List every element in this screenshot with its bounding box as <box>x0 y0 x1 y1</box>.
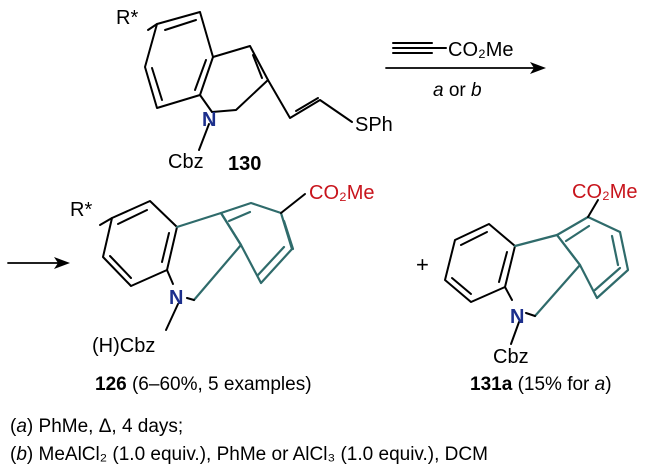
product-131a-caption: 131a (15% for a) <box>470 374 612 395</box>
carbazole-skeleton-126 <box>99 193 306 331</box>
cbz-label: Cbz <box>168 151 204 173</box>
ester-label: CO₂Me <box>309 182 375 204</box>
nitrogen-label: N <box>510 306 524 328</box>
r-star-label: R* <box>70 199 92 221</box>
ester-label: CO₂Me <box>572 181 638 203</box>
sph-label: SPh <box>355 114 393 136</box>
condition-a-text: PhMe, Δ, 4 days; <box>38 416 184 437</box>
nitrogen-label: N <box>202 109 216 131</box>
compound-number-130: 130 <box>228 153 261 175</box>
carbazole-skeleton-131a <box>444 199 630 345</box>
cbz-label: Cbz <box>493 346 529 368</box>
condition-a: (a) PhMe, Δ, 4 days; <box>10 416 184 437</box>
reaction-arrow-2 <box>7 257 70 269</box>
condition-a-letter: a <box>16 416 27 437</box>
condition-b: (b) MeAlCl₂ (1.0 equiv.), PhMe or AlCl₃ … <box>10 444 488 465</box>
indole-skeleton <box>144 11 353 151</box>
starting-material-130: R* N Cbz SPh 130 <box>116 7 393 175</box>
plus-sign: + <box>416 252 429 277</box>
reaction-conditions-label: a or b <box>433 80 482 101</box>
product-126-caption: 126 (6–60%, 5 examples) <box>95 374 312 395</box>
r-star-label: R* <box>116 7 138 29</box>
condition-b-text: MeAlCl₂ (1.0 equiv.), PhMe or AlCl₃ (1.0… <box>38 444 488 465</box>
hcbz-label: (H)Cbz <box>92 335 155 357</box>
reagent-co2me-label: CO₂Me <box>448 39 514 61</box>
nitrogen-label: N <box>169 287 183 309</box>
product-131a: N Cbz CO₂Me 131a (15% for a) <box>444 181 638 395</box>
reaction-arrow-1: CO₂Me a or b <box>385 39 546 101</box>
product-126: R* N (H)Cbz CO₂Me 126 (6–60%, 5 examples… <box>70 182 375 395</box>
condition-b-letter: b <box>16 444 27 465</box>
